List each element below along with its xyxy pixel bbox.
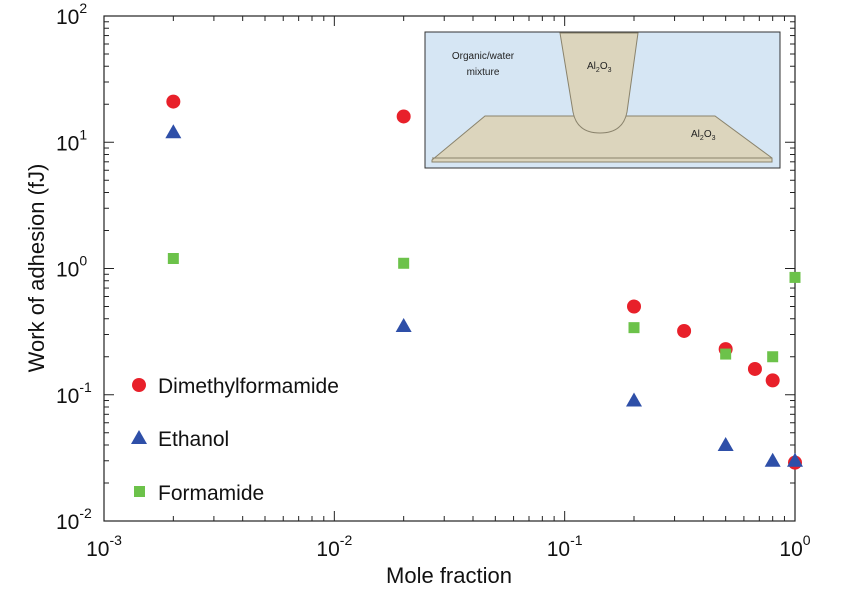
x-tick-label: 10-1 <box>547 532 583 561</box>
data-point-ethanol <box>764 452 781 467</box>
legend-marker-formamide <box>134 486 145 497</box>
inset-tip-label: Al2O3 <box>587 61 612 74</box>
data-point-dimethylformamide <box>677 323 692 338</box>
legend-label-formamide: Formamide <box>158 482 264 505</box>
y-tick-label: 10-2 <box>56 505 92 534</box>
data-point-formamide <box>720 348 732 360</box>
y-tick-labels: 10-2 10-1 100 101 102 <box>56 0 92 534</box>
data-point-formamide <box>398 257 410 269</box>
data-point-dimethylformamide <box>747 361 762 376</box>
data-point-dimethylformamide <box>166 94 181 109</box>
data-point-formamide <box>767 351 779 363</box>
data-point-ethanol <box>787 452 803 467</box>
data-point-formamide <box>789 271 801 283</box>
legend-marker-ethanol <box>131 430 147 444</box>
data-point-formamide <box>167 253 179 265</box>
data-point-dimethylformamide <box>765 373 780 388</box>
inset-mixture-label-line2: mixture <box>467 67 500 78</box>
x-tick-labels: 10-3 10-2 10-1 100 <box>86 532 811 561</box>
y-tick-label: 102 <box>56 0 87 29</box>
y-tick-label: 10-1 <box>56 379 92 408</box>
legend-label-ethanol: Ethanol <box>158 428 229 451</box>
legend-marker-dimethylformamide <box>132 378 146 392</box>
data-markers <box>165 94 803 470</box>
y-tick-label: 100 <box>56 253 87 282</box>
data-point-formamide <box>628 322 640 334</box>
inset-afm-tip <box>559 32 639 134</box>
data-point-ethanol <box>626 392 643 407</box>
x-tick-label: 10-2 <box>316 532 352 561</box>
x-tick-label: 100 <box>779 532 810 561</box>
inset-substrate-label: Al2O3 <box>691 129 716 142</box>
y-tick-label: 101 <box>56 126 87 155</box>
data-point-ethanol <box>717 436 734 451</box>
data-point-ethanol <box>395 318 412 333</box>
data-point-ethanol <box>165 124 182 139</box>
data-point-dimethylformamide <box>627 299 642 314</box>
inset-mixture-label-line1: Organic/water <box>452 51 515 62</box>
inset-schematic: Organic/water mixture Al2O3 Al2O3 <box>424 31 781 169</box>
y-axis-label: Work of adhesion (fJ) <box>24 164 49 373</box>
x-axis-label: Mole fraction <box>386 563 512 588</box>
data-point-dimethylformamide <box>396 109 411 124</box>
x-tick-label: 10-3 <box>86 532 122 561</box>
legend: Dimethylformamide Ethanol Formamide <box>131 375 339 505</box>
legend-label-dimethylformamide: Dimethylformamide <box>158 375 339 398</box>
axis-ticks <box>103 15 796 522</box>
